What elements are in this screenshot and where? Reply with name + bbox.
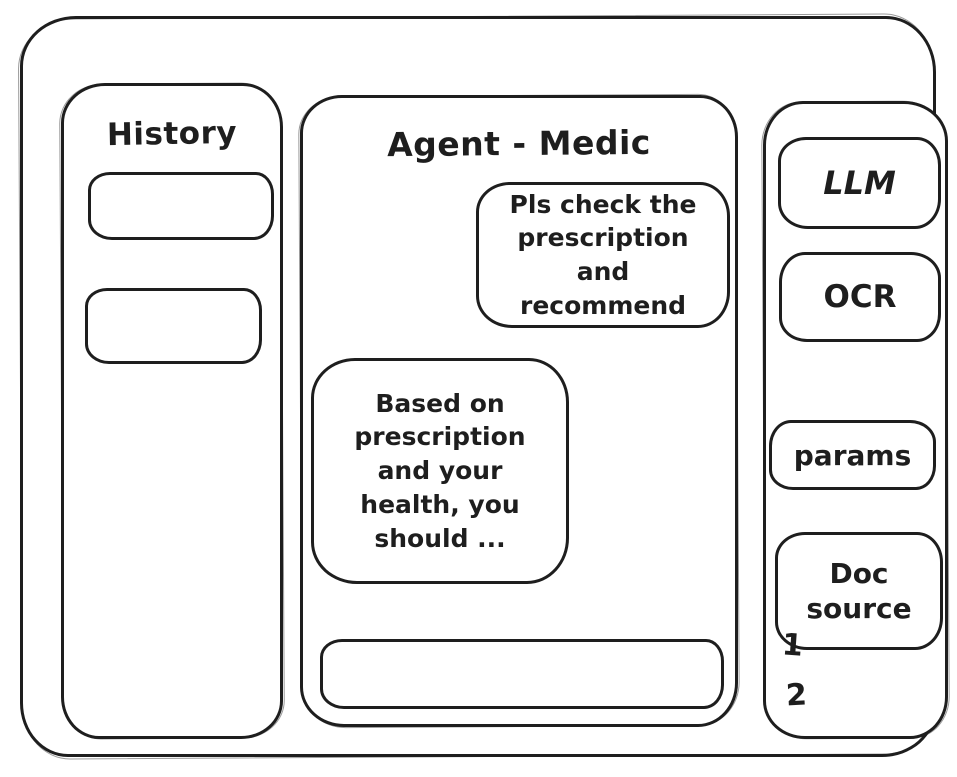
- history-item[interactable]: [88, 172, 274, 240]
- user-message-bubble: Pls check the prescription and recommend: [476, 182, 730, 328]
- chat-panel-title: Agent - Medic: [386, 122, 652, 165]
- history-item[interactable]: [85, 288, 262, 364]
- app-frame: History Agent - Medic Pls check the pres…: [20, 16, 948, 757]
- message-input[interactable]: [320, 639, 724, 709]
- params-button[interactable]: params: [769, 420, 936, 490]
- doc-source-item[interactable]: 2: [785, 677, 808, 714]
- doc-source-item[interactable]: 1: [780, 627, 805, 664]
- doc-source-button[interactable]: Doc source: [775, 532, 943, 650]
- ocr-button[interactable]: OCR: [779, 252, 941, 342]
- history-panel-title: History: [106, 114, 238, 154]
- history-panel: History: [61, 83, 283, 739]
- chat-panel: Agent - Medic Pls check the prescription…: [300, 95, 738, 727]
- agent-message-bubble: Based on prescription and your health, y…: [311, 358, 569, 584]
- tools-panel: LLM OCR params Doc source 1 2: [763, 101, 948, 739]
- llm-button[interactable]: LLM: [778, 137, 941, 229]
